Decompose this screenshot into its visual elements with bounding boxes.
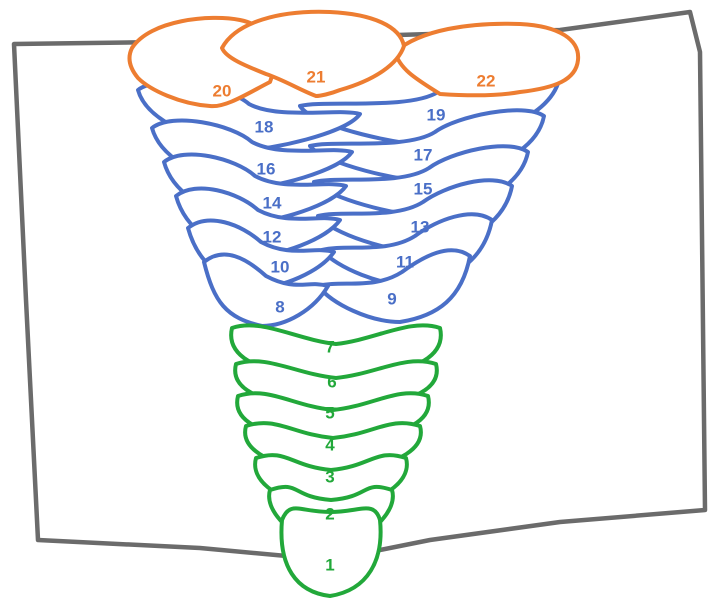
piece-label: 8 — [275, 297, 284, 316]
piece-label: 16 — [257, 159, 276, 178]
piece-label: 5 — [325, 403, 334, 422]
piece-label: 2 — [325, 504, 334, 523]
piece-label: 7 — [325, 337, 334, 356]
piece-label: 21 — [307, 67, 326, 86]
piece-label: 20 — [213, 81, 232, 100]
piece-label: 11 — [396, 252, 414, 271]
piece-label: 13 — [411, 217, 430, 236]
piece-label: 4 — [325, 435, 335, 454]
piece-label: 22 — [477, 71, 496, 90]
piece-label: 6 — [327, 372, 336, 391]
piece-label: 12 — [263, 227, 282, 246]
piece-label: 9 — [387, 289, 396, 308]
piece-label: 17 — [414, 145, 433, 164]
piece-label: 19 — [427, 105, 446, 124]
piece-label: 1 — [325, 555, 334, 574]
piece-label: 10 — [271, 257, 290, 276]
piece-label: 3 — [325, 467, 334, 486]
piece-label: 15 — [414, 179, 433, 198]
piece-label: 18 — [255, 117, 274, 136]
piece-label: 14 — [263, 193, 282, 212]
